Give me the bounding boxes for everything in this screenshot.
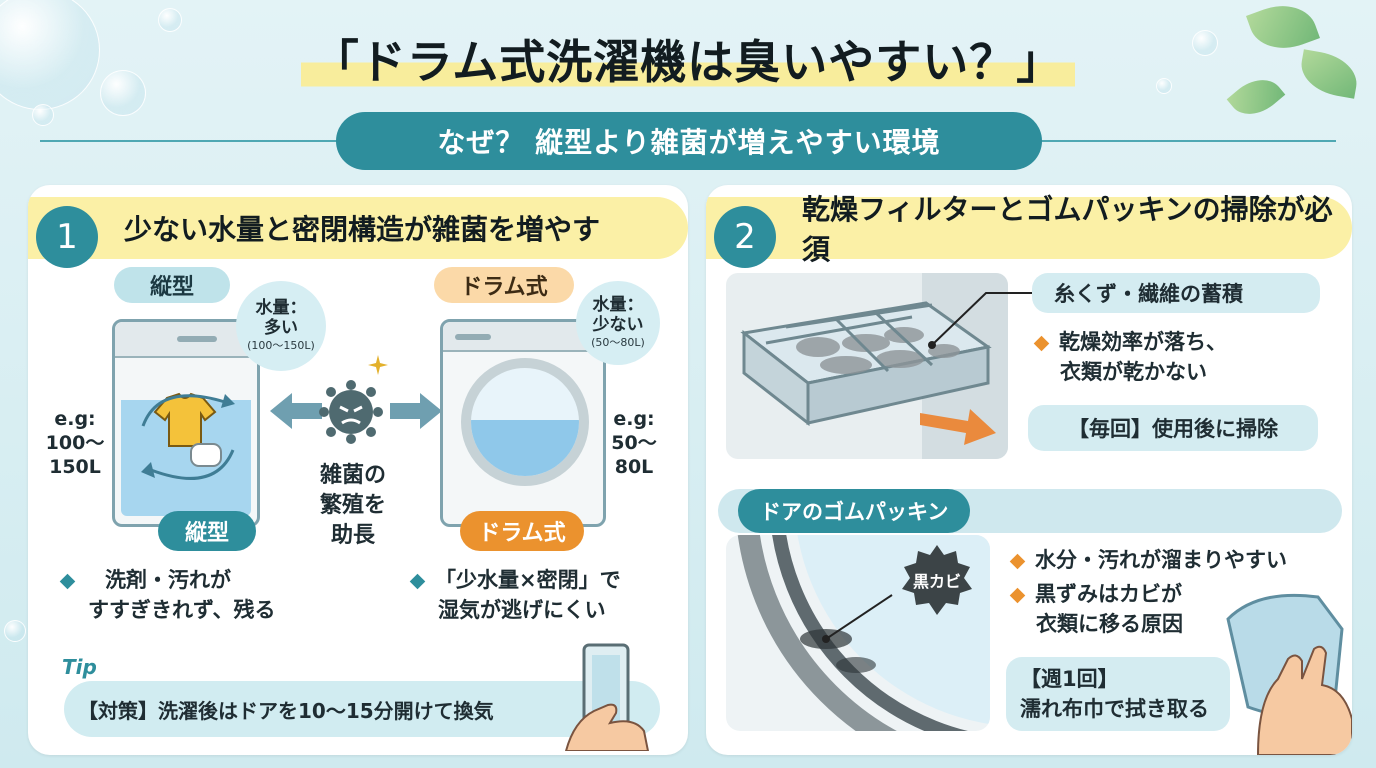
example-label: e.g:: [613, 408, 655, 430]
tip-box: 【対策】洗濯後はドアを10〜15分開けて換気: [64, 681, 660, 737]
vertical-washer-illustration: [112, 319, 260, 527]
bullet-text-1: 洗剤・汚れが: [105, 568, 231, 592]
example-vertical: e.g: 100〜 150L: [40, 407, 110, 479]
center-line1: 雑菌の: [319, 463, 386, 488]
label-drum-top: ドラム式: [434, 267, 574, 303]
sparkle-icon: [368, 355, 388, 375]
tip-text: 【対策】洗濯後はドアを10〜15分開けて換気: [78, 698, 494, 723]
panel-water-volume: 1 少ない水量と密閉構造が雑菌を増やす 縦型 縦型 水量： 多い (100〜15…: [28, 185, 688, 755]
center-line2: 繁殖を: [319, 493, 386, 518]
hand-icon: [564, 643, 650, 751]
example-value-1: 100〜: [45, 432, 105, 454]
diamond-bullet-icon: [1033, 335, 1050, 351]
section-number: 1: [36, 206, 98, 268]
swirl-arrows-icon: [141, 394, 235, 480]
example-label: e.g:: [54, 408, 96, 430]
diamond-bullet-icon: [1009, 587, 1026, 603]
water-title-line2: 多い: [264, 318, 298, 338]
water-range: (50〜80L): [591, 336, 645, 349]
filter-frequency: 【毎回】使用後に掃除: [1028, 405, 1318, 451]
mold-label: 黒カビ: [912, 572, 961, 591]
water-title-line1: 水量：: [255, 298, 307, 318]
gasket-bullet-1: 水分・汚れが溜まりやすい: [1035, 548, 1287, 572]
drum-washer-illustration: [440, 319, 606, 527]
arrow-right-icon: [390, 393, 442, 429]
bullet-vertical: 洗剤・汚れが すすぎきれず、残る: [59, 565, 362, 625]
gasket-bullets: 水分・汚れが溜まりやすい 黒ずみはカビが 衣類に移る原因: [1009, 545, 1342, 639]
arrow-out-icon: [920, 409, 996, 445]
bullet-text-1: 乾燥効率が落ち、: [1059, 330, 1227, 354]
water-volume-note-vertical: 水量： 多い (100〜150L): [236, 281, 326, 371]
subtitle-banner: なぜ？ 縦型より雑菌が増えやすい環境: [336, 112, 1042, 170]
section-heading: 少ない水量と密閉構造が雑菌を増やす: [124, 213, 601, 246]
bullet-drum: 「少水量×密閉」で 湿気が逃げにくい: [409, 565, 672, 625]
panel-heading-bar: 2 乾燥フィルターとゴムパッキンの掃除が必須: [706, 193, 1352, 268]
water-title-line2: 少ない: [592, 315, 644, 335]
example-value-1: 50〜: [611, 432, 657, 454]
bullet-text-1: 「少水量×密閉」で: [435, 568, 621, 592]
gasket-frequency: 【週1回】 濡れ布巾で拭き取る: [1006, 657, 1230, 731]
example-value-2: 150L: [49, 456, 101, 478]
bubble-decoration: [1192, 30, 1218, 56]
page-title: 「ドラム式洗濯機は臭いやすい？」: [300, 26, 1076, 92]
bubble-decoration: [32, 104, 54, 126]
diamond-bullet-icon: [409, 573, 426, 589]
filter-note: 糸くず・繊維の蓄積: [1032, 273, 1320, 313]
gasket-section-heading: ドアのゴムパッキン: [738, 489, 971, 533]
bubble-decoration: [158, 8, 182, 32]
example-value-2: 80L: [614, 456, 654, 478]
germ-icon: [319, 380, 383, 444]
bubble-decoration: [1156, 78, 1172, 94]
diamond-bullet-icon: [1009, 553, 1026, 569]
center-line3: 助長: [330, 523, 375, 548]
gasket-bullet-2b: 衣類に移る原因: [1036, 612, 1183, 636]
panel-filter-gasket: 2 乾燥フィルターとゴムパッキンの掃除が必須 糸くず・繊維の蓄積: [706, 185, 1352, 755]
filter-note-text: 糸くず・繊維の蓄積: [1054, 282, 1243, 306]
gasket-bullet-2a: 黒ずみはカビが: [1035, 582, 1182, 606]
bullet-text-2: すすぎきれず、残る: [88, 598, 276, 622]
filter-frequency-text: 【毎回】使用後に掃除: [1068, 417, 1278, 441]
water-title-line1: 水量：: [592, 295, 644, 315]
panel-heading-bar: 1 少ない水量と密閉構造が雑菌を増やす: [28, 197, 688, 268]
section-heading: 乾燥フィルターとゴムパッキンの掃除が必須: [802, 193, 1333, 266]
example-drum: e.g: 50〜 80L: [602, 407, 666, 479]
filter-bullet: 乾燥効率が落ち、 衣類が乾かない: [1033, 327, 1336, 387]
center-caption: 雑菌の 繁殖を 助長: [298, 461, 408, 551]
label-vertical-top: 縦型: [114, 267, 230, 303]
section-number: 2: [714, 206, 776, 268]
mold-badge: 黒カビ: [902, 545, 972, 615]
bubble-decoration: [4, 620, 26, 642]
water-range: (100〜150L): [247, 339, 315, 352]
gasket-section-bar: ドアのゴムパッキン: [718, 489, 1342, 533]
bullet-text-2: 湿気が逃げにくい: [438, 598, 606, 622]
gasket-frequency-line2: 濡れ布巾で拭き取る: [1020, 697, 1209, 721]
label-vertical-bottom: 縦型: [158, 511, 256, 551]
bubble-decoration: [100, 70, 146, 116]
label-drum-bottom: ドラム式: [460, 511, 584, 551]
diamond-bullet-icon: [59, 573, 76, 589]
gasket-frequency-line1: 【週1回】: [1020, 667, 1119, 691]
arrow-left-icon: [270, 393, 322, 429]
cloth-icon: [1226, 593, 1352, 755]
tip-label: Tip: [62, 655, 97, 679]
bullet-text-2: 衣類が乾かない: [1060, 360, 1207, 384]
water-volume-note-drum: 水量： 少ない (50〜80L): [576, 281, 660, 365]
